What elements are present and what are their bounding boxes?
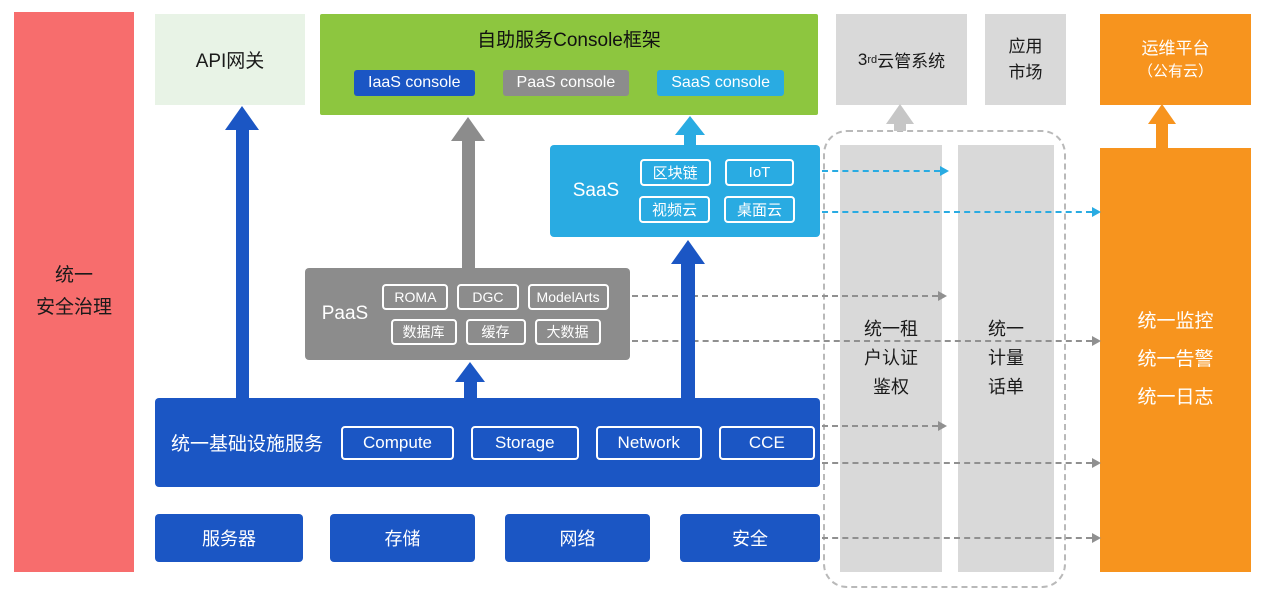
api-gateway-box: API网关: [155, 14, 305, 105]
metering-line: 统一: [988, 319, 1024, 340]
link-saas-to-monitoring: [822, 207, 1101, 217]
security-governance-bar: 统一 安全治理: [14, 12, 134, 572]
ops-platform-box: 运维平台 （公有云）: [1100, 14, 1251, 105]
box-security: 安全: [680, 514, 820, 562]
link-paas-to-metering: [632, 291, 947, 301]
app-market-box: 应用 市场: [985, 14, 1066, 105]
arrowhead-icon: [1092, 458, 1101, 468]
infrastructure-label: 统一基础设施服务: [171, 434, 324, 455]
third-cloud-prefix: 3: [857, 49, 868, 69]
security-bar-line: 统一: [54, 264, 93, 286]
link-security-to-monitoring: [822, 533, 1101, 543]
chip-dgc: DGC: [457, 283, 519, 310]
box-network: 网络: [505, 514, 650, 562]
saas-layer-box: SaaS 区块链 IoT 视频云 桌面云: [550, 145, 820, 237]
chip-roma: ROMA: [382, 283, 449, 310]
arrowhead-icon: [1092, 533, 1101, 543]
box-server: 服务器: [155, 514, 303, 562]
monitoring-line: 统一监控: [1137, 311, 1214, 332]
ops-platform-line: 运维平台: [1141, 38, 1210, 58]
app-market-line: 市场: [1008, 62, 1043, 82]
arrowhead-icon: [1092, 207, 1101, 217]
saas-console-chip: SaaS console: [657, 70, 784, 96]
monitoring-line: 统一告警: [1137, 349, 1214, 370]
saas-label: SaaS: [572, 180, 620, 201]
metering-line: 计量: [988, 348, 1024, 369]
chip-iot: IoT: [724, 159, 795, 186]
arrowhead-icon: [940, 166, 949, 176]
chip-cache: 缓存: [465, 318, 526, 345]
auth-line: 鉴权: [873, 376, 909, 397]
chip-cce: CCE: [718, 425, 815, 460]
box-storage: 存储: [330, 514, 475, 562]
metering-line: 话单: [988, 376, 1024, 397]
auth-column: 统一租 户认证 鉴权: [840, 145, 942, 572]
third-cloud-sup: rd: [867, 53, 878, 66]
auth-line: 统一租: [864, 319, 918, 340]
link-paas-to-monitoring: [632, 336, 1101, 346]
arrowhead-icon: [938, 421, 947, 431]
chip-video-cloud: 视频云: [638, 196, 710, 223]
security-bar-line: 安全治理: [35, 297, 112, 318]
monitoring-line: 统一日志: [1137, 387, 1214, 408]
arrowhead-icon: [938, 291, 947, 301]
infrastructure-box: 统一基础设施服务 Compute Storage Network CCE: [155, 398, 820, 487]
link-saas-to-metering: [822, 166, 949, 176]
chip-desktop-cloud: 桌面云: [724, 196, 796, 223]
chip-network: Network: [595, 425, 702, 460]
metering-column: 统一 计量 话单: [958, 145, 1054, 572]
api-gateway-label: API网关: [195, 51, 265, 72]
app-market-line: 应用: [1008, 37, 1043, 56]
iaas-console-chip: IaaS console: [354, 70, 475, 96]
chip-database: 数据库: [390, 318, 457, 345]
chip-compute: Compute: [341, 425, 454, 460]
third-cloud-suffix: 云管系统: [877, 52, 946, 71]
auth-line: 户认证: [864, 348, 918, 369]
link-infra-to-monitoring: [822, 458, 1101, 468]
arrowhead-icon: [1092, 336, 1101, 346]
paas-label: PaaS: [321, 303, 369, 324]
paas-layer-box: PaaS ROMA DGC ModelArts 数据库 缓存 大数据: [305, 268, 630, 360]
dashed-frame: [823, 130, 1066, 588]
ops-platform-line: （公有云）: [1137, 63, 1213, 80]
console-frame: 自助服务Console框架 IaaS console PaaS console …: [320, 14, 818, 115]
chip-bigdata: 大数据: [534, 318, 601, 345]
paas-console-chip: PaaS console: [502, 70, 630, 96]
link-infra-to-metering: [822, 421, 947, 431]
monitoring-bar: 统一监控 统一告警 统一日志: [1100, 148, 1251, 572]
chip-blockchain: 区块链: [639, 159, 711, 186]
console-frame-title: 自助服务Console框架: [477, 30, 661, 51]
chip-modelarts: ModelArts: [527, 283, 609, 310]
chip-storage: Storage: [471, 425, 579, 460]
